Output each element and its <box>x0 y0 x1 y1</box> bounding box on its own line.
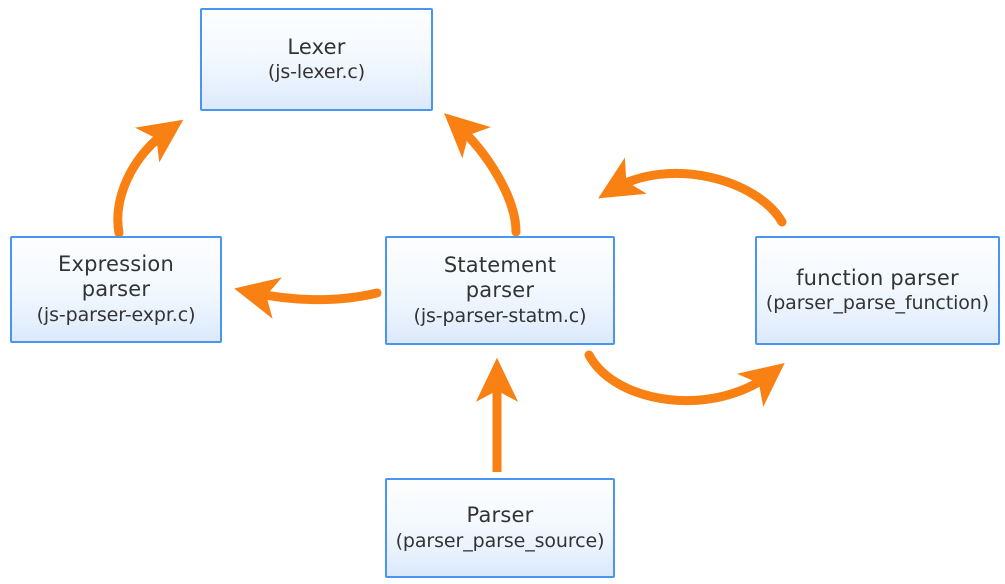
node-lexer[interactable]: Lexer (js-lexer.c) <box>200 8 433 111</box>
edge-statement-to-lexer <box>444 113 521 237</box>
edge-statement-to-function <box>584 350 785 407</box>
node-function-parser[interactable]: function parser (parser_parse_function) <box>755 236 1000 345</box>
node-parser-title: Parser <box>466 503 534 528</box>
node-function-parser-title: function parser <box>796 265 959 290</box>
node-expression-parser-subtitle: (js-parser-expr.c) <box>36 304 196 327</box>
node-parser-subtitle: (parser_parse_source) <box>395 529 605 552</box>
node-statement-parser-title: Statement parser <box>443 252 557 303</box>
node-lexer-title: Lexer <box>287 34 346 59</box>
node-expression-parser[interactable]: Expression parser (js-parser-expr.c) <box>10 236 222 343</box>
node-expression-parser-title: Expression parser <box>58 251 174 302</box>
node-statement-parser[interactable]: Statement parser (js-parser-statm.c) <box>385 236 615 345</box>
edge-function-to-statement <box>598 157 787 227</box>
node-statement-parser-subtitle: (js-parser-statm.c) <box>413 305 587 328</box>
node-parser[interactable]: Parser (parser_parse_source) <box>385 478 615 578</box>
edge-statement-to-expression <box>234 277 382 319</box>
edge-expression-to-lexer <box>113 119 184 238</box>
node-function-parser-subtitle: (parser_parse_function) <box>765 292 990 315</box>
node-lexer-subtitle: (js-lexer.c) <box>267 61 366 84</box>
